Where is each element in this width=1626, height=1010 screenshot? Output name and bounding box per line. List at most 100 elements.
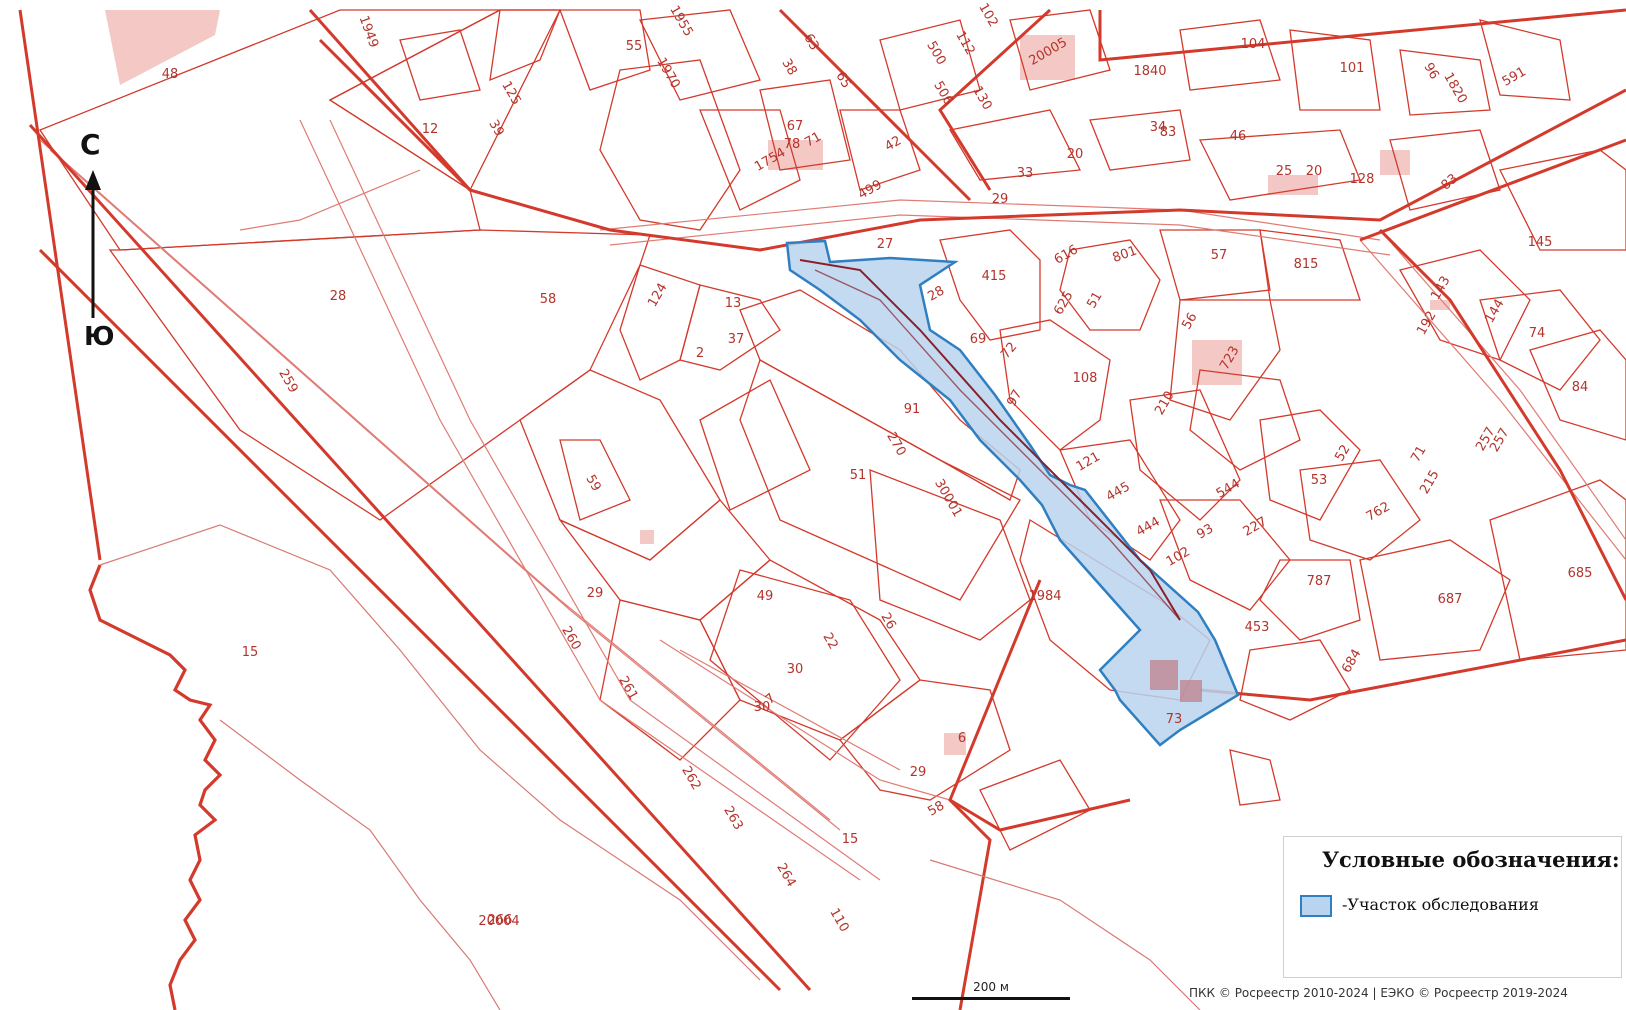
parcel-label: 22 xyxy=(819,630,840,652)
parcel-label: 37 xyxy=(728,332,745,347)
parcel-label: 500 xyxy=(923,39,948,68)
parcel-label: 91 xyxy=(904,402,921,417)
parcel-label: 71 xyxy=(802,129,824,150)
parcel-label: 51 xyxy=(850,468,867,483)
scale-label: 200 м xyxy=(973,980,1009,994)
parcel-label: 28 xyxy=(330,289,347,304)
parcel-label: 108 xyxy=(1073,371,1098,386)
parcel-label: 787 xyxy=(1307,574,1332,589)
parcel-label: 20 xyxy=(1306,164,1323,179)
parcel-label: 1955 xyxy=(666,3,696,39)
parcel-label: 270 xyxy=(883,430,908,459)
parcel-label: 63 xyxy=(800,31,821,53)
parcel-label: 227 xyxy=(1241,514,1270,539)
parcel-label: 58 xyxy=(925,798,947,819)
parcel-label: 48 xyxy=(162,67,179,82)
parcel-label: 130 xyxy=(969,84,994,113)
attribution: ПКК © Росреестр 2010-2024 | ЕЭКО © Росре… xyxy=(1189,986,1568,1000)
parcel-label: 34 xyxy=(1150,120,1167,135)
parcel-label: 101 xyxy=(1340,61,1365,76)
parcel-label: 53 xyxy=(1311,473,1328,488)
parcel-label: 110 xyxy=(826,906,851,935)
parcel-label: 453 xyxy=(1245,620,1270,635)
parcel-label: 83 xyxy=(1439,171,1461,193)
parcel-label: 1820 xyxy=(1440,70,1470,106)
parcel-label: 51 xyxy=(1084,289,1105,311)
buildings xyxy=(105,10,1450,755)
parcel-label: 30 xyxy=(787,662,804,677)
parcel-label: 15 xyxy=(842,832,859,847)
legend-title: Условные обозначения: xyxy=(1322,847,1620,872)
parcel-label: 20004 xyxy=(478,914,519,929)
parcel-label: 544 xyxy=(1214,476,1243,501)
parcel-label: 260 xyxy=(558,624,583,653)
parcel-label: 78 xyxy=(784,137,801,152)
parcel-label: 415 xyxy=(982,269,1007,284)
parcel-label: 73 xyxy=(1166,712,1183,727)
parcel-label: 33 xyxy=(1017,166,1034,181)
parcel-label: 1970 xyxy=(653,55,683,91)
parcel-label: 144 xyxy=(1482,297,1507,326)
parcel-label: 27 xyxy=(877,237,894,252)
parcel-label: 46 xyxy=(1230,129,1247,144)
parcel-label: 1949 xyxy=(356,14,381,50)
parcel-label: 30 xyxy=(754,700,771,715)
north-arrow-icon xyxy=(85,170,101,318)
survey-area[interactable] xyxy=(785,239,1240,747)
parcel-label: 52 xyxy=(1332,442,1353,464)
parcel-label: 42 xyxy=(882,133,904,154)
parcel-label: 687 xyxy=(1438,592,1463,607)
parcel-label: 145 xyxy=(1528,235,1553,250)
parcel-label: 625 xyxy=(1051,289,1076,318)
parcel-label: 104 xyxy=(1241,37,1266,52)
parcel-label: 815 xyxy=(1294,257,1319,272)
road-lines xyxy=(39,119,1626,881)
river-bank xyxy=(88,564,223,1010)
parcel-label: 262 xyxy=(678,764,703,793)
parcel-label: 261 xyxy=(615,674,640,703)
parcel-label: 96 xyxy=(1420,60,1441,82)
parcel-label: 56 xyxy=(1179,310,1200,332)
parcel-label: 49 xyxy=(757,589,774,604)
parcel-label: 30001 xyxy=(931,477,965,520)
parcel-label: 112 xyxy=(952,29,977,58)
parcel-label: 1840 xyxy=(1133,64,1166,79)
parcel-label: 57 xyxy=(1211,248,1228,263)
parcel-label: 263 xyxy=(720,804,745,833)
district-boundaries xyxy=(18,8,1626,1010)
parcel-label: 801 xyxy=(1111,243,1139,266)
parcel-label: 93 xyxy=(1194,521,1216,542)
parcel-label: 84 xyxy=(1572,380,1589,395)
parcel-label: 6 xyxy=(958,731,966,746)
parcel-label: 444 xyxy=(1134,514,1163,539)
parcel-label: 26 xyxy=(877,610,898,632)
parcel-label: 445 xyxy=(1104,479,1133,504)
legend-swatch-icon xyxy=(1300,895,1332,917)
parcel-label: 685 xyxy=(1568,566,1593,581)
parcel-label: 124 xyxy=(645,281,670,310)
parcel-label: 25 xyxy=(1276,164,1293,179)
legend-item-label: -Участок обследования xyxy=(1342,895,1539,914)
parcel-label: 59 xyxy=(582,472,603,494)
parcel-label: 28 xyxy=(925,283,947,304)
parcel-label: 58 xyxy=(540,292,557,307)
parcel-label: 266 xyxy=(488,913,513,928)
parcel-label: 74 xyxy=(1529,326,1546,341)
parcel-label: 29 xyxy=(587,586,604,601)
shore-thin xyxy=(99,524,1201,1010)
parcel-label: 55 xyxy=(626,39,643,54)
parcel-label: 29 xyxy=(910,765,927,780)
parcel-label: 69 xyxy=(970,332,987,347)
parcel-label: 39 xyxy=(485,117,506,139)
parcel-label: 38 xyxy=(778,56,799,78)
parcel-label: 67 xyxy=(787,119,804,134)
parcel-label: 125 xyxy=(498,79,523,108)
parcel-label: 264 xyxy=(773,861,798,890)
parcel-label: 591 xyxy=(1500,64,1529,89)
scale-bar: 200 м xyxy=(912,980,1070,1000)
parcel-label: 1984 xyxy=(1028,589,1061,604)
parcel-label: 29 xyxy=(992,192,1009,207)
